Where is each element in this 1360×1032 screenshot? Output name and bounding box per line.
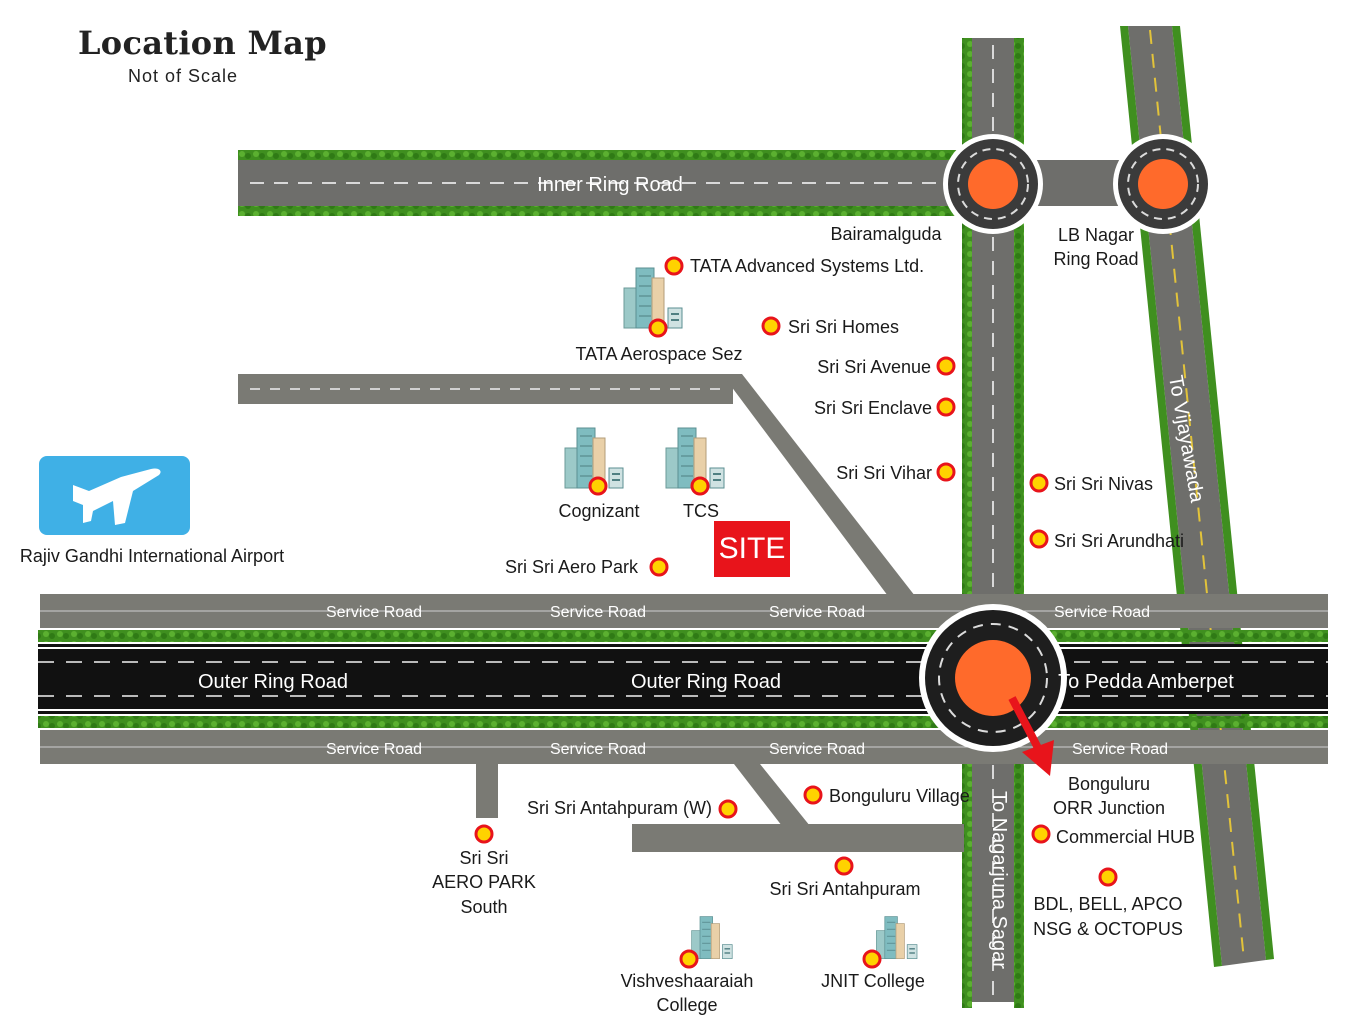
marker-icon xyxy=(648,318,668,338)
label-sri-sri-antahpuram: Sri Sri Antahpuram xyxy=(769,879,920,899)
marker-icon xyxy=(1031,824,1051,844)
marker-icon xyxy=(862,949,882,969)
marker-icon xyxy=(679,949,699,969)
marker-icon xyxy=(649,557,669,577)
label-aero-park-south: South xyxy=(460,897,507,917)
label-bdl: BDL, BELL, APCO xyxy=(1033,894,1182,914)
road-label-pedda-amberpet: To Pedda Amberpet xyxy=(1058,671,1234,693)
marker-icon xyxy=(1098,867,1118,887)
label-lb-nagar: LB Nagar xyxy=(1058,225,1134,245)
marker-icon xyxy=(474,824,494,844)
label-vishveshaaraiah: College xyxy=(656,995,717,1015)
label-sri-sri-aero-park: Sri Sri Aero Park xyxy=(505,557,639,577)
label-bonguluru-village: Bonguluru Village xyxy=(829,786,970,806)
building-icon xyxy=(875,915,918,960)
service-road-label: Service Road xyxy=(550,604,646,621)
marker-icon xyxy=(936,356,956,376)
roundabout-bairamalguda xyxy=(943,134,1043,234)
service-road-lower xyxy=(40,730,1328,764)
service-road-upper xyxy=(40,594,1328,628)
roundabout-bonguluru xyxy=(919,604,1067,752)
marker-icon xyxy=(936,397,956,417)
label-jnit-college: JNIT College xyxy=(821,971,925,991)
label-aero-park-south: AERO PARK xyxy=(432,872,536,892)
label-lb-nagar-ring-road: Ring Road xyxy=(1053,249,1138,269)
page-subtitle: Not of Scale xyxy=(128,66,239,86)
service-road-label: Service Road xyxy=(326,604,422,621)
road-label-inner-ring: Inner Ring Road xyxy=(537,174,683,196)
feeder-road-upper xyxy=(238,374,915,596)
page-title: Location Map xyxy=(78,24,327,62)
markers xyxy=(474,256,1118,969)
label-sri-sri-arundhati: Sri Sri Arundhati xyxy=(1054,531,1184,551)
service-road-label: Service Road xyxy=(1072,741,1168,758)
marker-icon xyxy=(761,316,781,336)
label-bdl: NSG & OCTOPUS xyxy=(1033,919,1183,939)
marker-icon xyxy=(588,476,608,496)
label-bonguluru-orr: Bonguluru xyxy=(1068,774,1150,794)
label-aero-park-south: Sri Sri xyxy=(460,848,509,868)
feeder-road-lower xyxy=(476,764,964,852)
label-tcs: TCS xyxy=(683,501,719,521)
marker-icon xyxy=(834,856,854,876)
label-antahpuram-w: Sri Sri Antahpuram (W) xyxy=(527,798,712,818)
roundabout-lb-nagar xyxy=(1113,134,1213,234)
label-airport: Rajiv Gandhi International Airport xyxy=(20,546,284,566)
label-commercial-hub: Commercial HUB xyxy=(1056,827,1195,847)
label-vishveshaaraiah: Vishveshaaraiah xyxy=(621,971,754,991)
label-sri-sri-nivas: Sri Sri Nivas xyxy=(1054,474,1153,494)
building-icon xyxy=(690,915,733,960)
marker-icon xyxy=(1029,473,1049,493)
building-icon xyxy=(623,267,683,329)
label-cognizant: Cognizant xyxy=(558,501,639,521)
marker-icon xyxy=(690,476,710,496)
label-sri-sri-homes: Sri Sri Homes xyxy=(788,317,899,337)
road-label-nagarjuna-sagar: To Nagarjuna Sagar xyxy=(988,791,1010,969)
airplane-icon xyxy=(72,467,161,525)
arrow-icon xyxy=(1008,696,1054,776)
service-road-label: Service Road xyxy=(326,741,422,758)
label-tata-aerospace: TATA Aerospace Sez xyxy=(575,344,742,364)
service-road-label: Service Road xyxy=(769,604,865,621)
road-label-outer-ring: Outer Ring Road xyxy=(198,671,348,693)
site-badge: SITE xyxy=(714,521,790,577)
marker-icon xyxy=(718,799,738,819)
label-tata-advanced: TATA Advanced Systems Ltd. xyxy=(690,256,924,276)
label-bonguluru-orr: ORR Junction xyxy=(1053,798,1165,818)
service-road-label: Service Road xyxy=(769,741,865,758)
service-road-label: Service Road xyxy=(550,741,646,758)
airport-badge xyxy=(39,456,190,535)
label-bairamalguda: Bairamalguda xyxy=(830,224,942,244)
marker-icon xyxy=(803,785,823,805)
marker-icon xyxy=(664,256,684,276)
label-sri-sri-enclave: Sri Sri Enclave xyxy=(814,398,932,418)
marker-icon xyxy=(1029,529,1049,549)
service-road-label: Service Road xyxy=(1054,604,1150,621)
label-sri-sri-vihar: Sri Sri Vihar xyxy=(836,463,932,483)
road-label-outer-ring: Outer Ring Road xyxy=(631,671,781,693)
marker-icon xyxy=(936,462,956,482)
label-sri-sri-avenue: Sri Sri Avenue xyxy=(817,357,931,377)
